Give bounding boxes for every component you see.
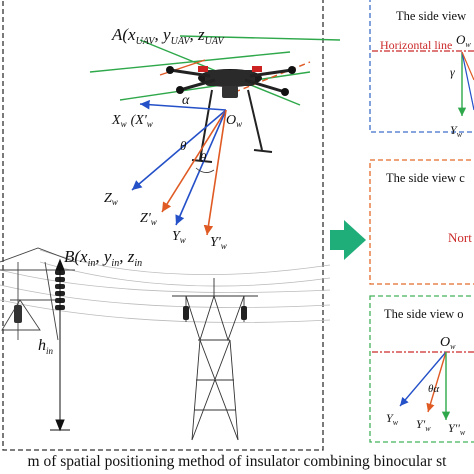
middle-panel-content: The side view c Nort — [386, 171, 472, 245]
power-lines — [0, 250, 330, 323]
zw-prime-label: Z'w — [140, 211, 157, 227]
bottom-ow-label: Ow — [440, 335, 456, 351]
insulator-point-label: B(xin, yin, zin — [64, 247, 142, 269]
top-panel-content: The side view Horizontal line Ow γ Yw — [372, 9, 474, 139]
top-panel-title: The side view — [396, 9, 466, 23]
bottom-panel-content: The side view o Ow θα Yw Y'w Y''w — [372, 307, 474, 437]
left-panel-frame — [3, 0, 323, 450]
theta-label-2: θ — [200, 150, 207, 165]
horizontal-line-label: Horizontal line — [380, 38, 452, 52]
top-ow-label: Ow — [456, 32, 471, 49]
bottom-yw-label: Yw — [386, 411, 399, 427]
middle-north-label: Nort — [448, 230, 472, 245]
ow-label: Ow — [226, 113, 242, 129]
top-gamma-label: γ — [450, 65, 455, 79]
far-tower — [172, 278, 258, 440]
height-label: hin — [38, 337, 54, 356]
bottom-yw-prime-label: Y'w — [416, 417, 431, 433]
middle-panel-title: The side view c — [386, 171, 465, 185]
yw-prime-label: Y'w — [210, 235, 227, 251]
bottom-yw-dprime-label: Y''w — [448, 421, 466, 437]
transition-arrow — [330, 220, 366, 260]
zw-label: Zw — [104, 191, 118, 207]
figure-caption: m of spatial positioning method of insul… — [0, 453, 474, 471]
alpha-label: α — [182, 93, 190, 108]
bottom-theta-alpha-label: θα — [428, 383, 439, 395]
theta-label-1: θ — [180, 138, 187, 153]
xw-label: Xw(X'w — [111, 113, 153, 129]
uav-point-label: A(xUAV, yUAV, zUAV — [111, 25, 226, 47]
bottom-panel-title: The side view o — [384, 307, 464, 321]
yw-label: Yw — [172, 229, 186, 245]
top-yw-label: Yw — [450, 123, 463, 139]
height-dimension — [50, 260, 70, 430]
